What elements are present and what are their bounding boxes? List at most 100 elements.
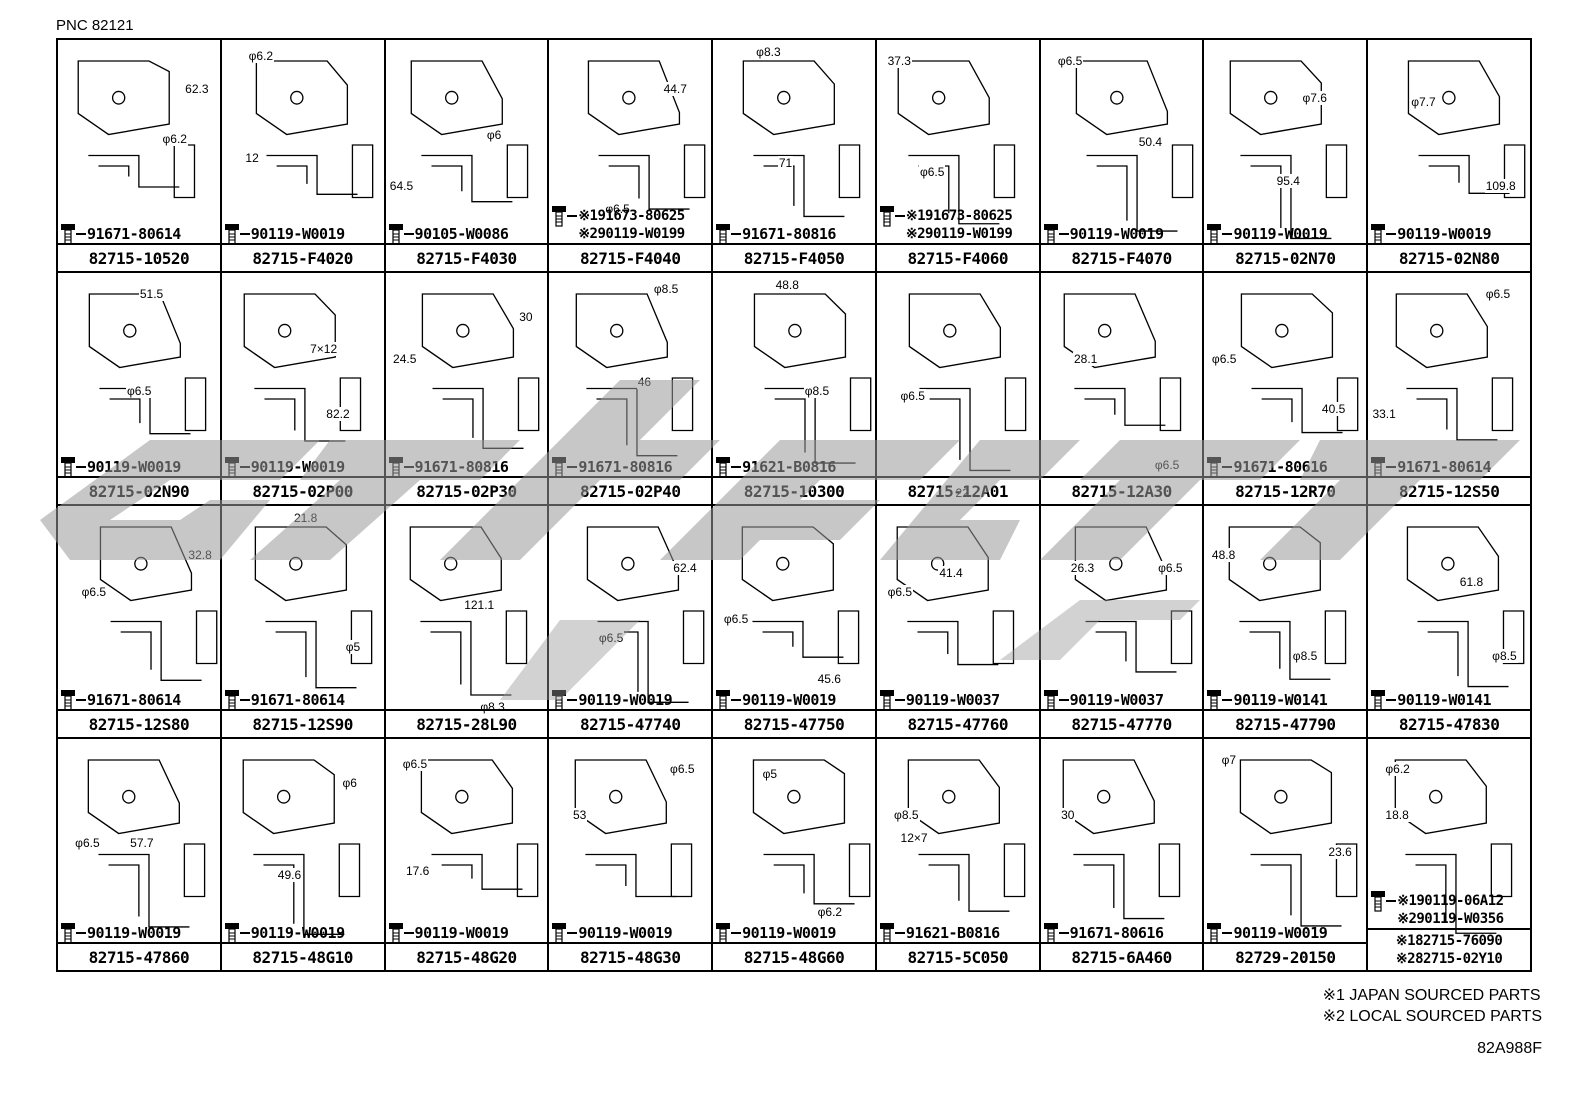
part-number[interactable]: 82715-47830 (1398, 714, 1500, 734)
part-number[interactable]: 82715-02N80 (1398, 248, 1500, 268)
bolt-row[interactable]: 90105-W0086 (388, 224, 546, 245)
bolt-row[interactable]: 90119-W0019 (224, 457, 382, 478)
part-number[interactable]: 82715-12S90 (252, 714, 353, 734)
bolt-row[interactable]: 90119-W0019 (388, 923, 546, 944)
bolt-row[interactable]: 90119-W0141 (1206, 690, 1364, 711)
bolt-row[interactable]: 91621-B0816 (715, 457, 873, 478)
part-number[interactable]: 82715-47770 (1071, 714, 1172, 734)
part-number[interactable]: 82715-12A30 (1071, 481, 1172, 501)
part-number[interactable]: 82715-6A460 (1071, 947, 1172, 967)
bolt-row[interactable]: 90119-W0019 (1206, 923, 1364, 944)
part-number[interactable]: ※282715-02Y10 (1395, 951, 1503, 967)
part-number[interactable]: 82715-02N70 (1235, 248, 1336, 268)
bolt-row[interactable]: ※191673-80625 (551, 206, 709, 227)
part-number[interactable]: 82715-12S80 (88, 714, 190, 734)
part-number[interactable]: 82715-47860 (88, 947, 190, 967)
bolt-row[interactable]: 91671-80614 (224, 690, 382, 711)
bolt-row[interactable]: 90119-W0019 (224, 923, 382, 944)
bolt-row[interactable]: 90119-W0037 (879, 690, 1037, 711)
bolt-row[interactable]: 90119-W0019 (60, 457, 218, 478)
bolt-row[interactable]: 90119-W0037 (1043, 690, 1201, 711)
part-number[interactable]: 82715-F4040 (579, 248, 681, 268)
bolt-row[interactable]: 90119-W0019 (224, 224, 382, 245)
bolt-row[interactable]: 90119-W0019 (551, 923, 709, 944)
part-number[interactable]: 82715-02P00 (252, 481, 353, 501)
bolt-row[interactable]: 91671-80816 (388, 457, 546, 478)
part-number[interactable]: 82715-47740 (579, 714, 681, 734)
bolt-row[interactable]: ※290119-W0199 (551, 225, 709, 243)
bolt-row[interactable]: 91671-80616 (1206, 457, 1364, 478)
part-number[interactable]: 82715-F4070 (1071, 248, 1172, 268)
part-number[interactable]: 82715-F4020 (252, 248, 353, 268)
bolt-row[interactable]: 91671-80614 (60, 224, 218, 245)
part-number[interactable]: ※182715-76090 (1395, 933, 1503, 949)
part-number[interactable]: 82715-48G30 (579, 947, 681, 967)
bolt-row[interactable]: 90119-W0019 (1043, 224, 1201, 245)
bolt-row[interactable]: 91671-80616 (1043, 923, 1201, 944)
part-number[interactable]: 82715-F4050 (743, 248, 845, 268)
part-number[interactable]: 82715-12R70 (1235, 481, 1336, 501)
part-number[interactable]: 82715-28L90 (416, 714, 517, 734)
part-number[interactable]: 82715-47760 (907, 714, 1009, 734)
part-number[interactable]: 82715-02P40 (579, 481, 681, 501)
part-number[interactable]: 82715-02N90 (88, 481, 190, 501)
part-number[interactable]: 82729-20150 (1235, 947, 1336, 967)
bolt-row[interactable]: 91671-80816 (551, 457, 709, 478)
bolt-row[interactable]: 91621-B0816 (879, 923, 1037, 944)
bolt-row[interactable]: 90119-W0019 (715, 923, 873, 944)
part-number[interactable]: 82715-47790 (1235, 714, 1336, 734)
part-number[interactable]: 82715-5C050 (907, 947, 1009, 967)
part-number[interactable]: 82715-02P30 (416, 481, 517, 501)
part-number[interactable]: 82715-10300 (743, 481, 845, 501)
bolt-row[interactable]: 90119-W0019 (1206, 224, 1364, 245)
bolt-row[interactable]: 90119-W0019 (551, 690, 709, 711)
part-number[interactable]: 82715-10520 (88, 248, 190, 268)
part-number[interactable]: 82715-48G60 (743, 947, 845, 967)
bolt-row[interactable]: ※191673-80625 (879, 206, 1037, 227)
bolt-row[interactable]: 91671-80816 (715, 224, 873, 245)
bolt-row[interactable]: 91671-80614 (1370, 457, 1528, 478)
bolt-row[interactable]: ※290119-W0356 (1370, 910, 1528, 928)
part-number[interactable]: 82715-F4030 (416, 248, 517, 268)
part-number[interactable]: 82715-48G10 (252, 947, 353, 967)
bolt-row[interactable]: 91671-80614 (60, 690, 218, 711)
bolt-row[interactable]: ※190119-06A12 (1370, 891, 1528, 912)
part-number[interactable]: 82715-F4060 (907, 248, 1009, 268)
bolt-row[interactable]: 90119-W0141 (1370, 690, 1528, 711)
part-number[interactable]: 82715-12A01 (907, 481, 1009, 501)
